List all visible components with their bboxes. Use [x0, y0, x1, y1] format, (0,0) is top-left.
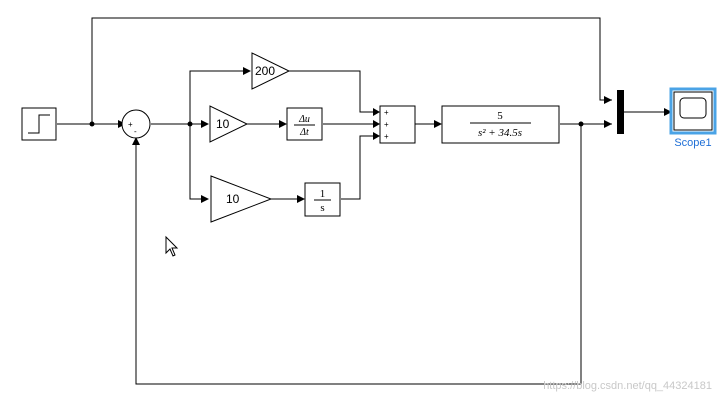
line-to-gain-bot[interactable] — [189, 124, 203, 200]
transfer-fcn-block[interactable]: 5 s² + 34.5s — [441, 105, 560, 144]
scope-label: Scope1 — [674, 137, 711, 149]
branch-points — [89, 121, 584, 127]
line-feedback[interactable] — [135, 124, 582, 385]
tf-numerator: 5 — [497, 110, 503, 122]
gain-block-ki[interactable]: 10 — [210, 175, 273, 223]
integ-numerator: 1 — [320, 188, 326, 200]
integ-denominator: s — [320, 202, 324, 214]
branch-point — [578, 121, 584, 127]
scope-block[interactable]: Scope1 — [669, 87, 717, 149]
sum-sign-plus: + — [384, 120, 389, 129]
sum-sign-plus: + — [384, 132, 389, 141]
sum-sign-plus: + — [384, 108, 389, 117]
branch-point — [89, 121, 95, 127]
integrator-block[interactable]: 1 s — [304, 182, 341, 217]
deriv-numerator: Δu — [298, 114, 310, 125]
gain-value: 10 — [226, 192, 240, 206]
gain-value: 10 — [216, 117, 230, 131]
sum-sign-minus: - — [134, 127, 137, 136]
scope-screen-icon — [679, 97, 707, 119]
line-p-to-sum2[interactable] — [289, 70, 373, 113]
sum-block-pid[interactable]: + + + — [379, 105, 416, 144]
gain-value: 200 — [255, 64, 275, 78]
sum-block-error[interactable]: + - — [121, 109, 151, 139]
branch-point — [187, 121, 193, 127]
step-block[interactable] — [21, 107, 57, 141]
step-icon — [28, 114, 50, 134]
line-to-gain-top[interactable] — [189, 70, 246, 124]
tf-denominator: s² + 34.5s — [478, 127, 522, 139]
deriv-denominator: Δt — [299, 127, 309, 138]
watermark: https://blog.csdn.net/qq_44324181 — [543, 380, 712, 392]
gain-block-kp[interactable]: 200 — [251, 52, 291, 90]
derivative-block[interactable]: Δu Δt — [286, 107, 323, 141]
mouse-pointer-icon — [165, 235, 179, 257]
gain-block-kd[interactable]: 10 — [209, 105, 249, 143]
line-i-to-sum2[interactable] — [341, 135, 373, 200]
sum-sign-plus: + — [128, 120, 133, 129]
signal-lines — [57, 17, 667, 385]
mux-block[interactable] — [617, 90, 624, 134]
